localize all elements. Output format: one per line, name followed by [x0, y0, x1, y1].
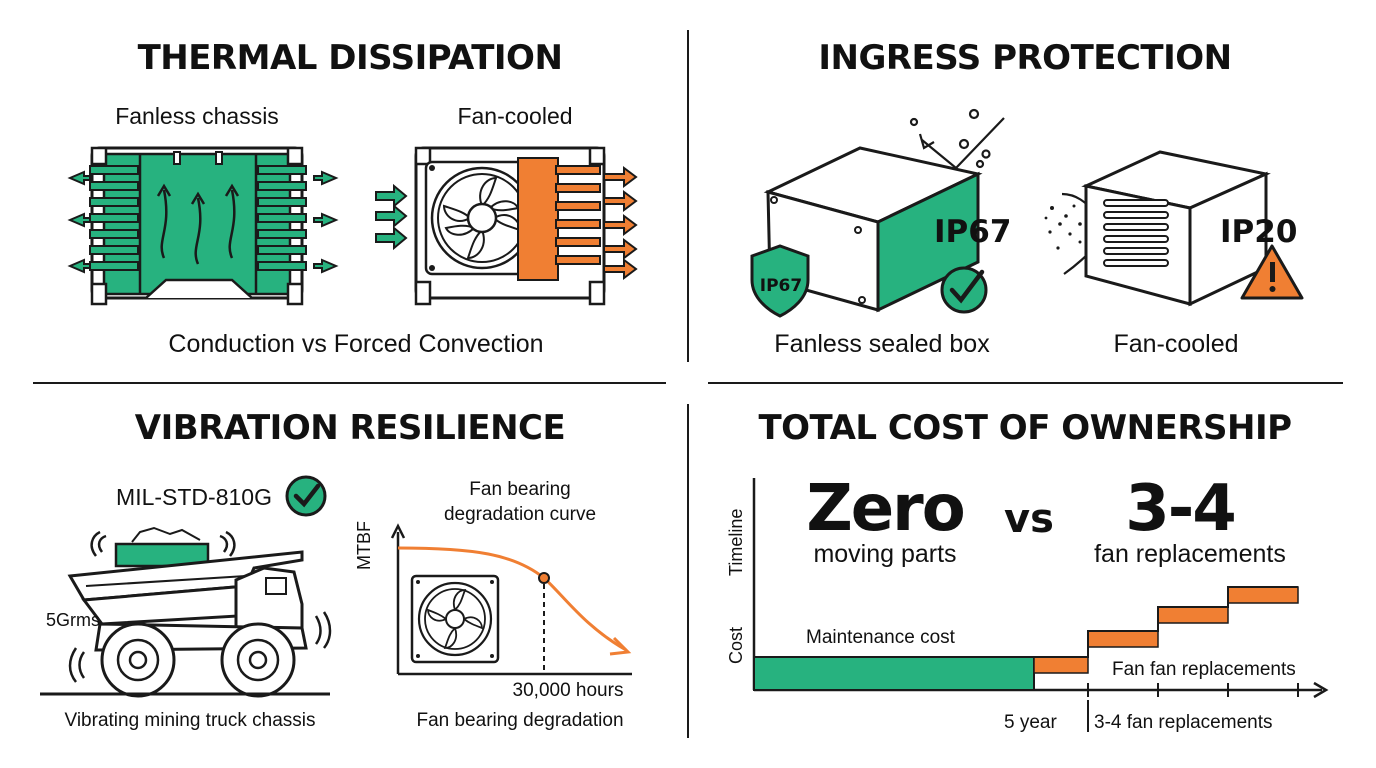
fan-blades-icon	[442, 176, 522, 260]
fan-cost-steps	[1033, 586, 1299, 674]
cost-axis-label: Cost	[726, 626, 746, 664]
fan-cooled-chassis-icon	[375, 146, 638, 306]
replacements-value: 3-4	[1125, 472, 1237, 546]
zero-caption: moving parts	[813, 540, 957, 568]
grms-label: 5Grms	[46, 610, 100, 630]
small-fan-icon	[410, 574, 500, 664]
vented-box-icon	[1044, 150, 1304, 307]
thermal-caption: Conduction vs Forced Convection	[168, 330, 544, 358]
fan-replacements-label: Fan fan replacements	[1112, 659, 1296, 680]
mining-truck-icon	[40, 526, 332, 698]
heat-out-arrows-left-icon	[67, 170, 91, 274]
vertical-divider-bottom	[687, 404, 689, 738]
vertical-divider-top	[687, 30, 689, 362]
curve-caption: Fan bearing degradation	[416, 710, 624, 731]
replacements-tick: 3-4 fan replacements	[1094, 712, 1273, 733]
vibration-title: VIBRATION RESILIENCE	[134, 408, 566, 448]
curve-title: Fan bearing degradation curve	[443, 479, 597, 525]
thermal-title: THERMAL DISSIPATION	[137, 38, 563, 78]
failure-point-marker	[538, 572, 550, 584]
degradation-chart	[390, 523, 632, 676]
shield-icon	[750, 244, 810, 318]
marker-hours-label: 30,000 hours	[512, 680, 624, 701]
fanless-chassis-icon	[67, 146, 339, 306]
tco-title: TOTAL COST OF OWNERSHIP	[758, 408, 1292, 448]
fanless-cost-bar	[753, 656, 1035, 691]
ingress-fan-cooled-label: Fan-cooled	[1113, 330, 1239, 358]
sealed-box-label: Fanless sealed box	[774, 330, 990, 358]
vs-label: vs	[1004, 496, 1054, 542]
replacements-caption: fan replacements	[1094, 540, 1286, 568]
air-out-arrows-icon	[603, 166, 638, 280]
mil-standard-label: MIL-STD-810G	[116, 484, 272, 510]
ingress-title: INGRESS PROTECTION	[818, 38, 1232, 78]
mtbf-axis-label: MTBF	[354, 521, 374, 570]
sealed-ip-rating: IP67	[934, 214, 1012, 250]
horizontal-divider-right	[708, 382, 1343, 384]
air-in-arrows-icon	[375, 183, 408, 251]
timeline-axis-label: Timeline	[726, 508, 746, 576]
truck-caption: Vibrating mining truck chassis	[64, 710, 316, 731]
horizontal-divider-left	[33, 382, 666, 384]
five-year-tick: 5 year	[1004, 712, 1057, 733]
sealed-box-icon	[750, 108, 1005, 318]
fanless-chassis-label: Fanless chassis	[115, 103, 279, 129]
shield-ip-rating: IP67	[759, 276, 803, 296]
vent-slots-icon	[1103, 199, 1169, 267]
standard-check-icon	[285, 475, 327, 517]
tco-cost-chart	[752, 478, 1329, 732]
maintenance-cost-label: Maintenance cost	[806, 627, 955, 648]
fan-ip-rating: IP20	[1220, 214, 1298, 250]
fan-cooled-label: Fan-cooled	[457, 103, 573, 129]
zero-value: Zero	[806, 472, 965, 546]
heat-out-arrows-right-icon	[313, 170, 339, 274]
